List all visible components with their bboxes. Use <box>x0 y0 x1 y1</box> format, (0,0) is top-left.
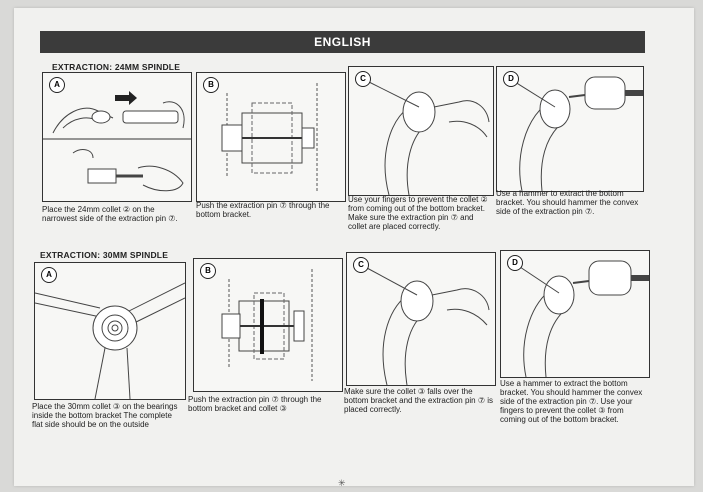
step-badge: A <box>49 77 65 93</box>
fingers-holding-collet-illustration <box>349 67 493 195</box>
language-header: ENGLISH <box>40 31 645 53</box>
step-badge: B <box>200 263 216 279</box>
illustration-30mm-d: D <box>500 250 650 378</box>
illustration-30mm-c: C <box>346 252 496 386</box>
step-caption-24mm-c: Use your fingers to prevent the collet ②… <box>348 195 494 231</box>
bearing-collet-illustration <box>35 263 185 399</box>
illustration-30mm-b: B <box>193 258 343 392</box>
bracket-collet-pin-diagram <box>194 259 342 391</box>
illustration-24mm-c: C <box>348 66 494 196</box>
illustration-24mm-d: D <box>496 66 644 192</box>
footer-mark: ✳ <box>338 478 346 489</box>
collet-placement-illustration <box>347 253 495 385</box>
step-caption-24mm-d: Use a hammer to extract the bottom brack… <box>496 189 642 216</box>
section-title-30mm: EXTRACTION: 30MM SPINDLE <box>40 250 168 260</box>
illustration-24mm-a: A <box>42 72 192 202</box>
step-badge: A <box>41 267 57 283</box>
step-caption-30mm-c: Make sure the collet ③ falls over the bo… <box>344 387 494 414</box>
hammer-extraction-illustration <box>497 67 643 191</box>
illustration-30mm-a: A <box>34 262 186 400</box>
hand-collet-illustration <box>43 73 191 201</box>
bracket-pin-diagram <box>197 73 345 201</box>
illustration-24mm-b: B <box>196 72 346 202</box>
hammer-extraction-illustration <box>501 251 649 377</box>
section-title-24mm: EXTRACTION: 24MM SPINDLE <box>52 62 180 72</box>
step-badge: D <box>503 71 519 87</box>
step-badge: B <box>203 77 219 93</box>
step-badge: C <box>355 71 371 87</box>
step-caption-24mm-b: Push the extraction pin ⑦ through the bo… <box>196 201 346 219</box>
step-caption-30mm-b: Push the extraction pin ⑦ through the bo… <box>188 395 343 413</box>
step-caption-30mm-a: Place the 30mm collet ③ on the bearings … <box>32 402 184 429</box>
step-badge: D <box>507 255 523 271</box>
step-caption-30mm-d: Use a hammer to extract the bottom brack… <box>500 379 650 424</box>
step-caption-24mm-a: Place the 24mm collet ② on the narrowest… <box>42 205 190 223</box>
step-badge: C <box>353 257 369 273</box>
